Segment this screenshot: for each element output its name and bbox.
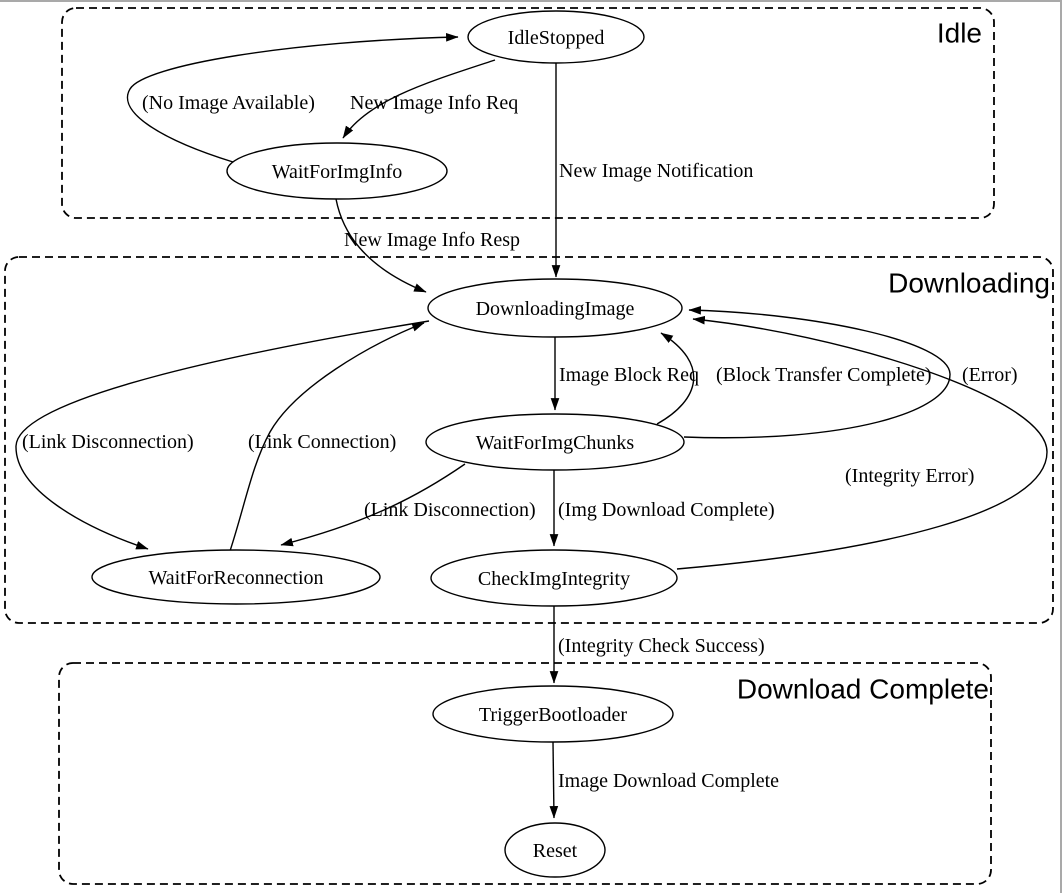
cluster-boxes: Idle Downloading Download Complete	[4, 7, 1054, 885]
window-border-right	[1060, 0, 1062, 893]
state-waitforreconnection	[91, 549, 381, 605]
state-checkimgintegrity-label: CheckImgIntegrity	[478, 568, 630, 590]
edge-label-block-transfer-complete: (Block Transfer Complete)	[716, 364, 932, 386]
state-waitforimginfo-label: WaitForImgInfo	[272, 161, 403, 183]
state-triggerbootloader-label: TriggerBootloader	[479, 704, 627, 726]
state-downloadingimage-label: DownloadingImage	[476, 298, 635, 320]
edge-label-link-connection: (Link Connection)	[248, 431, 396, 453]
edge-waitforimginfo-to-downloadingimage	[335, 198, 427, 293]
state-idlestopped	[467, 10, 645, 64]
edge-label-new-image-info-req: New Image Info Req	[350, 92, 518, 114]
edge-label-new-image-notification: New Image Notification	[559, 160, 753, 182]
cluster-download-complete-label: Download Complete	[737, 674, 989, 705]
cluster-downloading-label: Downloading	[888, 268, 1050, 299]
state-triggerbootloader	[432, 685, 674, 743]
edge-label-integrity-error: (Integrity Error)	[845, 465, 974, 487]
transition-labels: New Image Info Req (No Image Available) …	[22, 92, 1018, 792]
window-border-top	[0, 0, 1062, 2]
edge-waitforimgchunks-to-downloadingimage-error	[683, 305, 951, 439]
state-waitforimgchunks-label: WaitForImgChunks	[476, 432, 635, 454]
edge-waitforimgchunks-to-waitforreconnection	[280, 463, 466, 547]
edge-label-error: (Error)	[962, 364, 1018, 386]
state-idlestopped-label: IdleStopped	[508, 27, 605, 49]
edge-label-image-block-req: Image Block Req	[559, 364, 699, 386]
state-downloadingimage	[427, 278, 683, 338]
state-checkimgintegrity	[430, 549, 678, 607]
cluster-download-complete-box	[58, 662, 992, 885]
cluster-idle-label: Idle	[937, 18, 982, 49]
edge-label-image-download-complete: Image Download Complete	[558, 770, 779, 792]
edge-label-new-image-info-resp: New Image Info Resp	[344, 229, 520, 251]
edge-label-img-download-complete: (Img Download Complete)	[558, 499, 775, 521]
edge-checkimgintegrity-to-downloadingimage	[676, 315, 1048, 570]
edge-waitforimgchunks-to-downloadingimage-block-complete	[656, 332, 695, 425]
edge-downloadingimage-to-waitforreconnection	[15, 320, 430, 550]
state-waitforreconnection-label: WaitForReconnection	[148, 567, 323, 589]
edge-waitforimginfo-to-idlestopped	[126, 32, 459, 163]
state-reset	[504, 822, 606, 878]
cluster-downloading-box	[4, 256, 1054, 624]
cluster-idle-box	[61, 7, 995, 219]
state-waitforimgchunks	[425, 413, 685, 471]
edge-triggerbootloader-to-reset	[549, 741, 559, 819]
state-reset-label: Reset	[533, 840, 578, 862]
edge-idlestopped-to-waitforimginfo	[342, 59, 496, 139]
edge-label-link-disconnection-mid: (Link Disconnection)	[364, 499, 536, 521]
state-waitforimginfo	[226, 142, 448, 200]
transition-edges	[15, 32, 1048, 819]
edge-waitforreconnection-to-downloadingimage	[229, 322, 425, 552]
edge-label-link-disconnection-left: (Link Disconnection)	[22, 431, 194, 453]
state-nodes: IdleStopped WaitForImgInfo DownloadingIm…	[91, 10, 685, 878]
edge-label-integrity-check-success: (Integrity Check Success)	[558, 635, 765, 657]
edge-label-no-image-available: (No Image Available)	[142, 92, 315, 114]
